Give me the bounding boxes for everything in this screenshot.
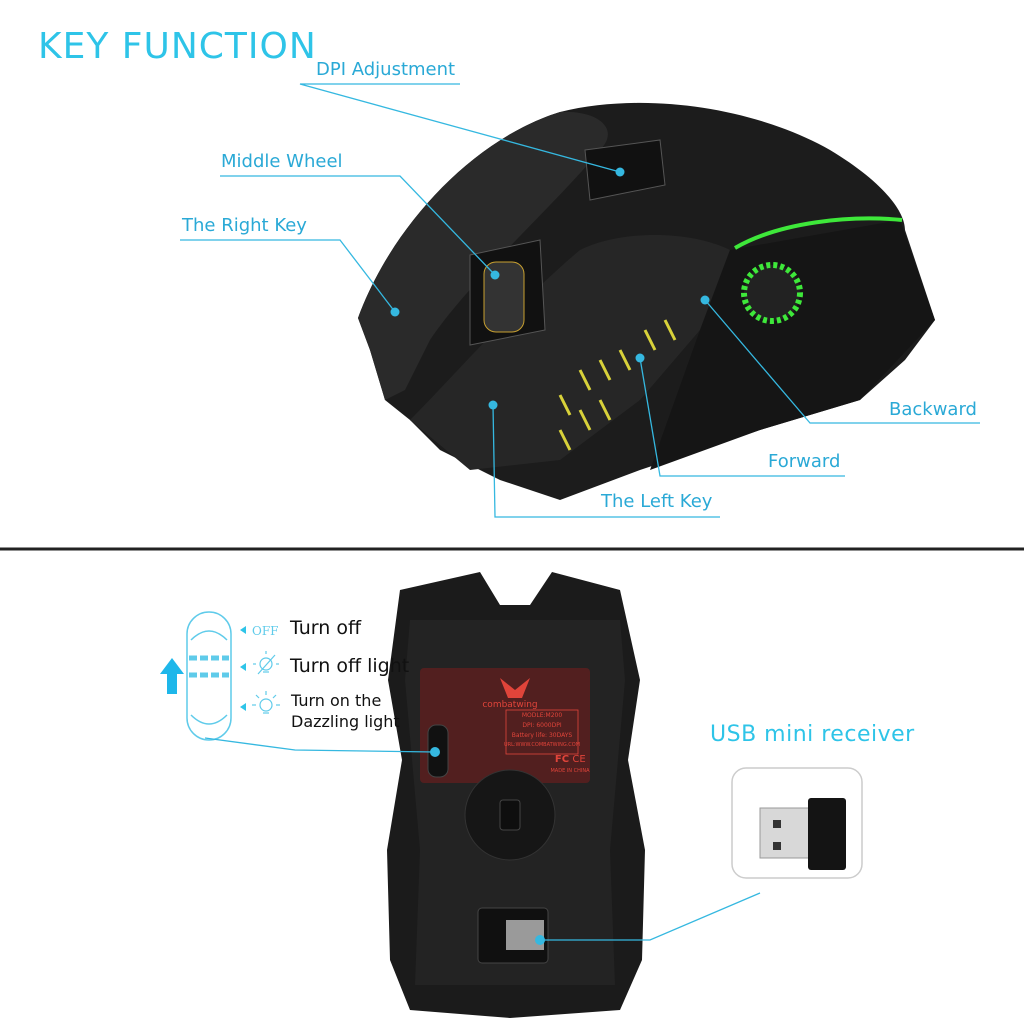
optical-sensor (499, 799, 521, 831)
label-model: MODLE:M200 (521, 712, 563, 719)
dpi-button (584, 139, 666, 201)
switch-turn-off-light: Turn off light (290, 655, 410, 677)
callout-dots-top (390, 167, 710, 410)
switch-diagram (186, 611, 232, 741)
label-ce: CE (572, 754, 586, 765)
usb-callout-line (540, 892, 761, 941)
callout-forward: Forward (768, 451, 841, 472)
mouse-top-view (358, 102, 935, 500)
callout-backward: Backward (889, 399, 977, 420)
callout-dpi-adjustment: DPI Adjustment (316, 59, 456, 80)
mouse-bottom-view (387, 572, 645, 1018)
up-arrow-icon (160, 658, 184, 694)
stored-receiver (506, 920, 544, 950)
switch-turn-on-line2: Dazzling light (291, 712, 400, 731)
pointer-triangles (240, 626, 246, 711)
callout-right-key: The Right Key (182, 215, 307, 236)
side-dial (741, 262, 803, 324)
off-icon: OFF (252, 624, 279, 638)
switch-turn-on-light: Turn on the Dazzling light (291, 690, 400, 732)
callout-middle-wheel: Middle Wheel (221, 151, 343, 172)
usb-receiver-image (731, 767, 863, 879)
switch-callout-line (204, 737, 436, 753)
usb-receiver-title: USB mini receiver (710, 722, 915, 747)
callout-left-key: The Left Key (601, 491, 713, 512)
callout-lines-top (180, 83, 980, 518)
label-url: URL:WWW.COMBATWING.COM (503, 742, 581, 748)
label-fc: FC (554, 754, 570, 765)
label-battery: Battery life: 30DAYS (511, 732, 573, 739)
scroll-wheel (483, 261, 525, 333)
switch-turn-on-line1: Turn on the (291, 691, 382, 710)
label-brand: combatwing (482, 700, 538, 710)
bulb-off-icon (253, 651, 279, 675)
bulb-on-icon (252, 691, 280, 714)
switch-turn-off: Turn off (290, 617, 362, 639)
label-made-in: MADE IN CHINA (550, 768, 590, 774)
page-title: KEY FUNCTION (38, 26, 317, 67)
brand-logo (500, 678, 530, 698)
label-dpi: DPI: 6000DPI (522, 722, 562, 729)
